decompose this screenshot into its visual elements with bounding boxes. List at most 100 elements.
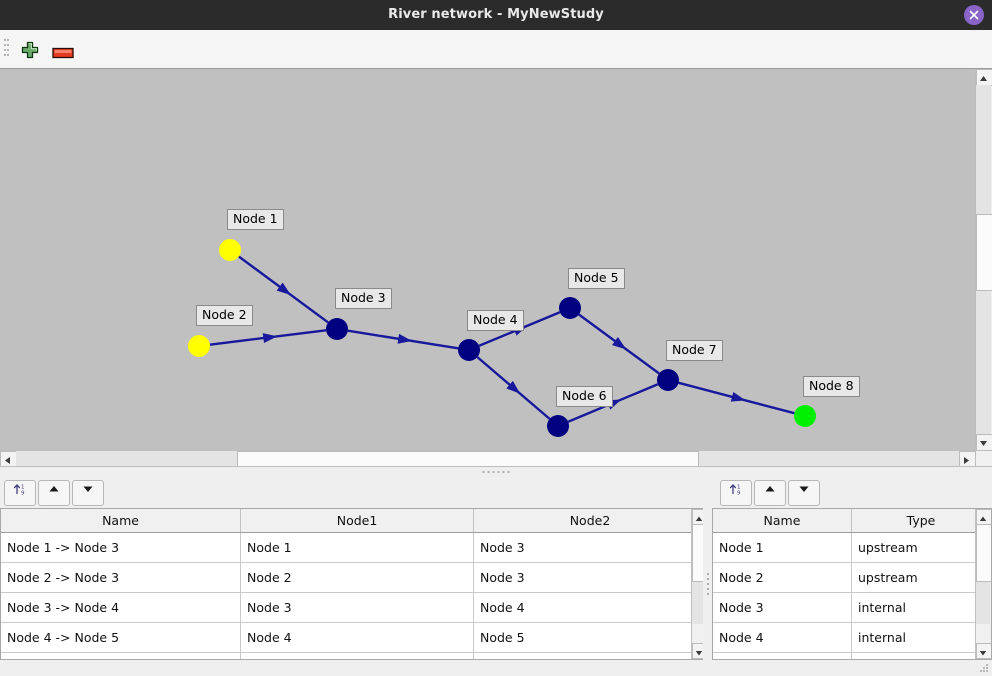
table-cell[interactable]: Node 1 -> Node 3 <box>1 532 242 563</box>
nodes-move-down-button[interactable] <box>788 480 820 506</box>
reaches-move-down-button[interactable] <box>72 480 104 506</box>
table-cell[interactable]: Node 3 <box>473 532 707 563</box>
graph-toolbar <box>0 30 992 69</box>
table-cell[interactable]: Node 5 <box>473 622 707 653</box>
graph-edge-arrow <box>262 333 278 344</box>
table-row[interactable] <box>713 652 991 659</box>
table-cell[interactable]: Node 4 <box>713 622 852 653</box>
table-cell[interactable]: Node 3 <box>240 592 474 623</box>
graph-node-n1[interactable] <box>219 239 241 261</box>
graph-node-n8[interactable] <box>794 405 816 427</box>
graph-node-n7[interactable] <box>657 369 679 391</box>
table-cell[interactable] <box>713 652 852 659</box>
table-cell[interactable]: Node 2 -> Node 3 <box>1 562 242 593</box>
graph-node-n5[interactable] <box>559 297 581 319</box>
reaches-move-up-button[interactable] <box>38 480 70 506</box>
table-cell[interactable]: internal <box>851 592 991 623</box>
nodes-sort-button[interactable]: 1 9 <box>720 480 752 506</box>
column-header-name[interactable]: Name <box>713 509 852 533</box>
graph-edge-layer <box>209 255 795 423</box>
table-cell[interactable]: Node 4 <box>240 622 474 653</box>
graph-node-label-n6[interactable]: Node 6 <box>556 386 613 407</box>
graph-node-label-n1[interactable]: Node 1 <box>227 209 284 230</box>
add-node-icon[interactable] <box>20 40 40 60</box>
table-cell[interactable]: Node 2 <box>240 562 474 593</box>
table-row[interactable] <box>1 652 707 659</box>
table-cell[interactable]: upstream <box>851 562 991 593</box>
graph-node-n3[interactable] <box>326 318 348 340</box>
table-cell[interactable]: Node 2 <box>713 562 852 593</box>
graph-vscroll-thumb[interactable] <box>976 214 992 291</box>
nodes-vertical-scrollbar[interactable] <box>975 509 991 659</box>
table-cell[interactable]: Node 1 <box>713 532 852 563</box>
column-header-name[interactable]: Name <box>1 509 242 533</box>
scroll-down-button[interactable] <box>976 434 992 451</box>
svg-text:9: 9 <box>21 490 25 496</box>
toolbar-grip[interactable] <box>4 39 9 59</box>
graph-vertical-scrollbar[interactable] <box>975 69 992 451</box>
reaches-sort-button[interactable]: 1 9 <box>4 480 36 506</box>
nodes-scroll-down-button[interactable] <box>976 643 991 659</box>
scroll-up-button[interactable] <box>976 69 992 86</box>
nodes-move-up-button[interactable] <box>754 480 786 506</box>
graph-node-label-n8[interactable]: Node 8 <box>803 376 860 397</box>
table-cell[interactable]: Node 3 <box>713 592 852 623</box>
table-cell[interactable] <box>851 652 991 659</box>
graph-node-label-n4[interactable]: Node 4 <box>467 310 524 331</box>
column-header-node2[interactable]: Node2 <box>473 509 707 533</box>
graph-node-n4[interactable] <box>458 339 480 361</box>
table-cell[interactable]: Node 3 -> Node 4 <box>1 592 242 623</box>
graph-horizontal-scrollbar[interactable] <box>0 450 976 468</box>
graph-node-label-n3[interactable]: Node 3 <box>335 288 392 309</box>
graph-node-n6[interactable] <box>547 415 569 437</box>
graph-node-label-n7[interactable]: Node 7 <box>666 340 723 361</box>
table-cell[interactable]: Node 1 <box>240 532 474 563</box>
svg-text:9: 9 <box>737 490 741 496</box>
nodes-scroll-up-button[interactable] <box>976 509 991 525</box>
table-cell[interactable]: Node 3 <box>473 562 707 593</box>
table-cell[interactable] <box>1 652 242 659</box>
graph-node-n2[interactable] <box>188 335 210 357</box>
window-titlebar: River network - MyNewStudy <box>0 0 992 31</box>
table-cell[interactable] <box>240 652 474 659</box>
remove-node-icon[interactable] <box>52 44 74 59</box>
graph-edge-arrow <box>730 391 746 402</box>
table-cell[interactable]: Node 4 -> Node 5 <box>1 622 242 653</box>
graph-canvas[interactable]: Node 1 Node 2 Node 3 Node 4 Node 5 Node 6 Node… <box>0 69 976 451</box>
vertical-splitter-grip <box>706 573 709 595</box>
table-cell[interactable]: upstream <box>851 532 991 563</box>
nodes-vscroll-thumb[interactable] <box>976 524 991 582</box>
horizontal-splitter[interactable] <box>0 466 992 477</box>
window-title: River network - MyNewStudy <box>388 7 604 22</box>
vertical-splitter[interactable] <box>703 508 712 660</box>
column-header-node1[interactable]: Node1 <box>240 509 474 533</box>
splitter-grip <box>482 471 510 473</box>
table-cell[interactable] <box>473 652 707 659</box>
table-cell[interactable]: Node 4 <box>473 592 707 623</box>
graph-edge-arrow <box>276 282 291 295</box>
close-icon[interactable] <box>964 5 984 25</box>
table-cell[interactable]: internal <box>851 622 991 653</box>
graph-drawing <box>188 239 816 437</box>
graph-node-label-n2[interactable]: Node 2 <box>196 305 253 326</box>
graph-edge-arrow <box>397 333 413 344</box>
column-header-type[interactable]: Type <box>851 509 991 533</box>
window-resize-grip[interactable] <box>980 664 989 673</box>
graph-node-label-n5[interactable]: Node 5 <box>568 268 625 289</box>
